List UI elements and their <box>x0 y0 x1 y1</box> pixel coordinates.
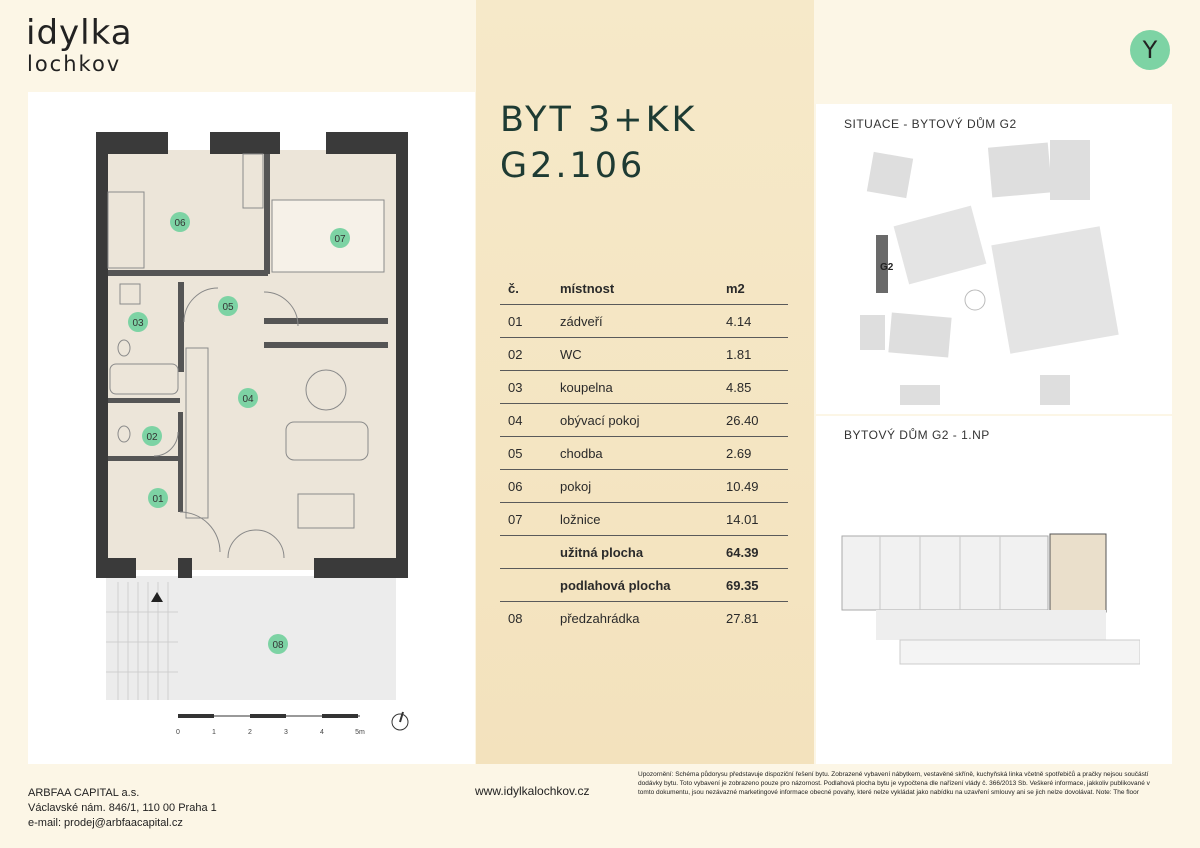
room-label-08: 08 <box>272 640 284 651</box>
entrance-arrow-icon <box>151 592 163 602</box>
situation-title: SITUACE - BYTOVÝ DŮM G2 <box>844 117 1017 131</box>
room-label-05: 05 <box>222 302 234 313</box>
brand-badge: Y <box>1130 30 1170 70</box>
room-number: 01 <box>500 304 552 338</box>
room-name: pokoj <box>552 469 718 503</box>
floor-plan-title: BYTOVÝ DŮM G2 - 1.NP <box>844 428 990 442</box>
sum-number <box>500 568 552 602</box>
scale-label: 1 <box>212 729 216 736</box>
sum-label: užitná plocha <box>552 535 718 569</box>
highlighted-apartment <box>1049 533 1107 613</box>
scale-label: 5m <box>355 729 365 736</box>
door-swings <box>153 287 299 559</box>
room-area: 2.69 <box>718 436 788 470</box>
building-floor-plan <box>841 533 1140 665</box>
room-area: 1.81 <box>718 337 788 371</box>
room-number: 06 <box>500 469 552 503</box>
room-number: 02 <box>500 337 552 371</box>
terrace-strip <box>899 639 1140 665</box>
scale-label: 0 <box>176 729 180 736</box>
company-address: Václavské nám. 846/1, 110 00 Praha 1 <box>28 802 217 814</box>
room-name: zádveří <box>552 304 718 338</box>
header-area: m2 <box>718 272 788 305</box>
logo-subtitle: lochkov <box>27 52 122 76</box>
table-header-row: č. místnost m2 <box>500 272 788 305</box>
site-buildings <box>860 140 1119 405</box>
room-label-01: 01 <box>152 494 164 505</box>
scale-bar: 0 1 2 3 4 5m <box>176 714 365 736</box>
room-name: obývací pokoj <box>552 403 718 437</box>
room-name: chodba <box>552 436 718 470</box>
exterior-walls <box>96 132 408 578</box>
floor-plan-panel: 01 02 03 04 05 06 07 08 0 1 2 3 4 5m <box>28 92 475 764</box>
roundabout <box>964 289 986 311</box>
room-name: WC <box>552 337 718 371</box>
building-floor-grid <box>879 536 1001 610</box>
room-label-06: 06 <box>174 218 186 229</box>
building-g2-label: G2 <box>880 262 894 273</box>
room-label-04: 04 <box>242 394 254 405</box>
panel-divider <box>816 414 1172 416</box>
gardens-strip <box>876 610 1106 640</box>
scale-label: 2 <box>248 729 252 736</box>
room-label-02: 02 <box>146 432 158 443</box>
sum-value: 69.35 <box>718 568 788 602</box>
building-floor-outline <box>841 535 1049 611</box>
room-number: 03 <box>500 370 552 404</box>
floor-plan-drawing: 01 02 03 04 05 06 07 08 0 1 2 3 4 5m <box>96 132 409 736</box>
room-labels: 01 02 03 04 05 06 07 08 <box>128 212 350 654</box>
room-area: 4.85 <box>718 370 788 404</box>
site-plan-map: G2 <box>860 140 1119 405</box>
header-number: č. <box>500 272 552 305</box>
company-name: ARBFAA CAPITAL a.s. <box>28 787 140 799</box>
room-label-07: 07 <box>334 234 346 245</box>
sum-number <box>500 535 552 569</box>
disclaimer-text: Upozornění: Schéma půdorysu představuje … <box>638 771 1150 796</box>
room-area: 26.40 <box>718 403 788 437</box>
room-name: koupelna <box>552 370 718 404</box>
room-number: 08 <box>508 610 523 626</box>
apartment-type-title: BYT 3+KK <box>500 100 698 140</box>
room-number: 05 <box>500 436 552 470</box>
room-area: 27.81 <box>726 610 759 626</box>
garden-area <box>106 576 396 700</box>
logo-wordmark: idylka <box>26 13 133 53</box>
room-number: 04 <box>500 403 552 437</box>
room-area: 4.14 <box>718 304 788 338</box>
north-arrow-icon <box>391 711 409 731</box>
interior-walls <box>108 154 388 512</box>
header-room: místnost <box>552 272 718 305</box>
garden-row: 08 předzahrádka 27.81 <box>500 602 788 635</box>
sum-value: 64.39 <box>718 535 788 569</box>
room-number: 07 <box>500 502 552 536</box>
furniture <box>107 153 385 529</box>
website-link[interactable]: www.idylkalochkov.cz <box>475 784 590 798</box>
apartment-number-title: G2.106 <box>500 146 646 186</box>
room-area: 10.49 <box>718 469 788 503</box>
room-area: 14.01 <box>718 502 788 536</box>
building-g2-highlight <box>876 235 888 293</box>
company-email[interactable]: e-mail: prodej@arbfaacapital.cz <box>28 817 183 829</box>
scale-label: 3 <box>284 729 288 736</box>
room-label-03: 03 <box>132 318 144 329</box>
scale-label: 4 <box>320 729 324 736</box>
room-name: předzahrádka <box>560 610 640 626</box>
sum-label: podlahová plocha <box>552 568 718 602</box>
room-name: ložnice <box>552 502 718 536</box>
